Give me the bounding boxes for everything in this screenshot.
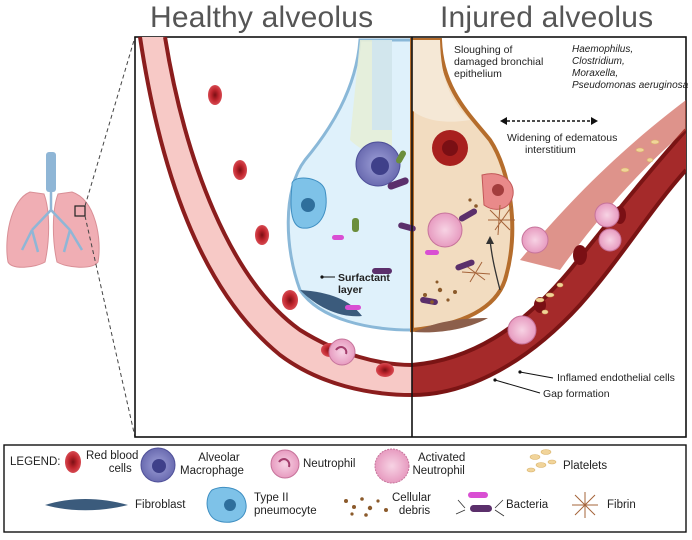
legend-neutrophil-label: Neutrophil xyxy=(303,458,356,470)
healthy-vessel xyxy=(140,37,412,395)
lungs-illustration xyxy=(6,152,100,268)
label-sloughing: Sloughing of damaged bronchial epitheliu… xyxy=(454,44,544,80)
label-bacteria-species: Haemophilus, Clostridium, Moraxella, Pse… xyxy=(572,44,689,91)
fibroblast-injured xyxy=(414,318,488,333)
legend-fibroblast-label: Fibroblast xyxy=(135,499,186,511)
legend-fibrin-label: Fibrin xyxy=(607,499,636,511)
bacteria-group xyxy=(332,150,478,310)
type2-pneumocyte-healthy xyxy=(290,177,327,229)
legend-box xyxy=(3,444,687,533)
legend-macrophage-label: Alveolar Macrophage xyxy=(180,452,244,477)
label-gap-formation: Gap formation xyxy=(543,388,610,400)
label-widening: Widening of edematous interstitium xyxy=(507,132,618,156)
title-injured: Injured alveolus xyxy=(440,1,654,34)
legend-rbc-label: Red blood cells xyxy=(86,450,139,475)
activated-neutrophils-injured xyxy=(427,202,622,345)
title-healthy: Healthy alveolus xyxy=(150,1,374,34)
legend-title: LEGEND: xyxy=(10,456,61,468)
platelets-group xyxy=(535,139,660,315)
injured-vessel xyxy=(412,130,686,395)
legend-type2-label: Type II pneumocyte xyxy=(254,492,317,517)
cellular-debris xyxy=(423,198,478,304)
alveolar-macrophage-healthy xyxy=(355,141,401,187)
damaged-cell-injured xyxy=(432,130,468,166)
label-surfactant: Surfactant layer xyxy=(338,272,390,296)
legend-bacteria-label: Bacteria xyxy=(506,499,549,511)
type2-pneumocyte-injured xyxy=(481,173,514,210)
legend-icons xyxy=(45,447,598,523)
legend-debris-label: Cellular debris xyxy=(392,492,431,517)
neutrophil-healthy-vessel xyxy=(328,338,356,366)
fibrin-injured xyxy=(461,204,515,283)
label-inflamed-endothelial: Inflamed endothelial cells xyxy=(557,372,675,384)
legend-platelets-label: Platelets xyxy=(563,460,608,472)
legend-activated-label: Activated Neutrophil xyxy=(412,452,466,477)
